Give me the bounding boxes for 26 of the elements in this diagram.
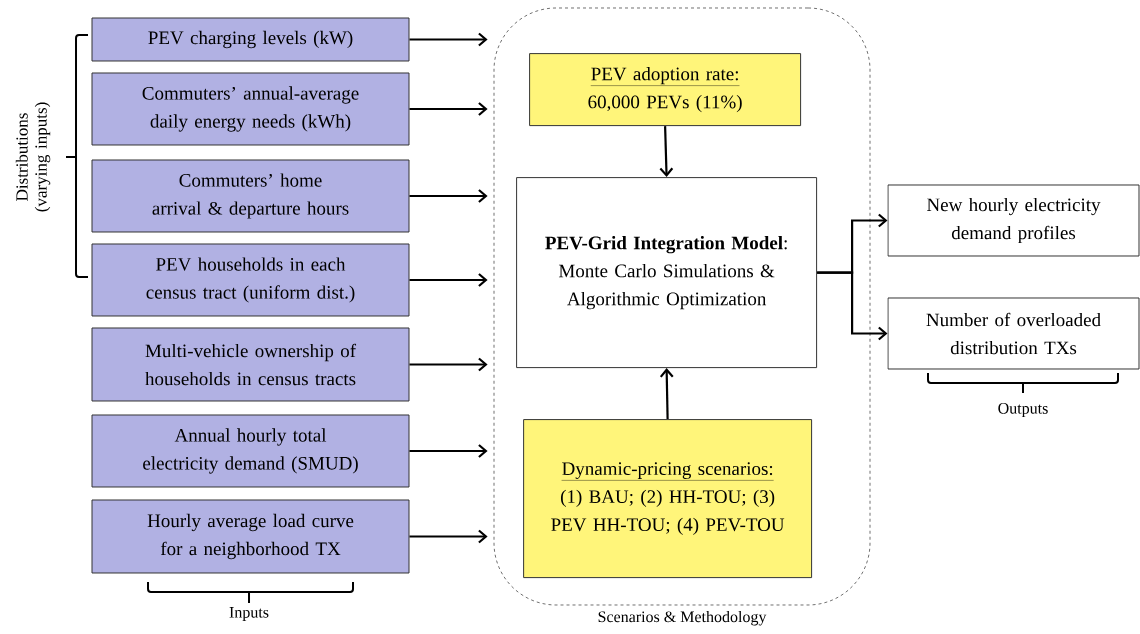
- arrow: [817, 271, 888, 341]
- input-box: Hourly average load curve for a neighborhood TX: [91, 499, 410, 574]
- input-box: Multi-vehicle ownership of households in census tracts: [91, 327, 410, 402]
- arrow: [409, 189, 488, 203]
- arrow: [409, 32, 488, 47]
- node-label: Scenarios & Methodology: [598, 610, 767, 626]
- scenario-box: Dynamic-pricing scenarios: (1) BAU; (2) HH-TOU; (3) PEV HH-TOU; (4) PEV-TOU: [523, 419, 813, 579]
- arrow: [409, 102, 488, 116]
- arrow: [409, 357, 488, 372]
- output-box: Number of overloaded distribution TXs: [887, 297, 1140, 370]
- model-box: PEV-Grid Integration Model: Monte Carlo Simulations & Algorithmic Optimization: [516, 177, 818, 369]
- bracket-label: Outputs: [998, 403, 1048, 417]
- input-box: PEV charging levels (kW): [91, 17, 410, 62]
- input-box: Commuters’ home arrival & departure hours: [91, 159, 410, 233]
- input-box: PEV households in each census tract (uniform dist.): [91, 243, 410, 317]
- input-box: Annual hourly total electricity demand (SMUD): [91, 414, 410, 488]
- output-box: New hourly electricity demand profiles: [887, 184, 1140, 257]
- arrow: [659, 126, 674, 178]
- arrow: [409, 444, 488, 458]
- arrow: [409, 273, 488, 287]
- axis-label: Distributions (varying inputs): [15, 102, 51, 212]
- bracket-label: Inputs: [229, 607, 269, 621]
- input-box: Commuters’ annual-average daily energy needs (kWh): [91, 72, 410, 146]
- arrow: [409, 529, 488, 544]
- scenario-box: PEV adoption rate: 60,000 PEVs (11%): [529, 53, 802, 127]
- arrow: [659, 368, 674, 420]
